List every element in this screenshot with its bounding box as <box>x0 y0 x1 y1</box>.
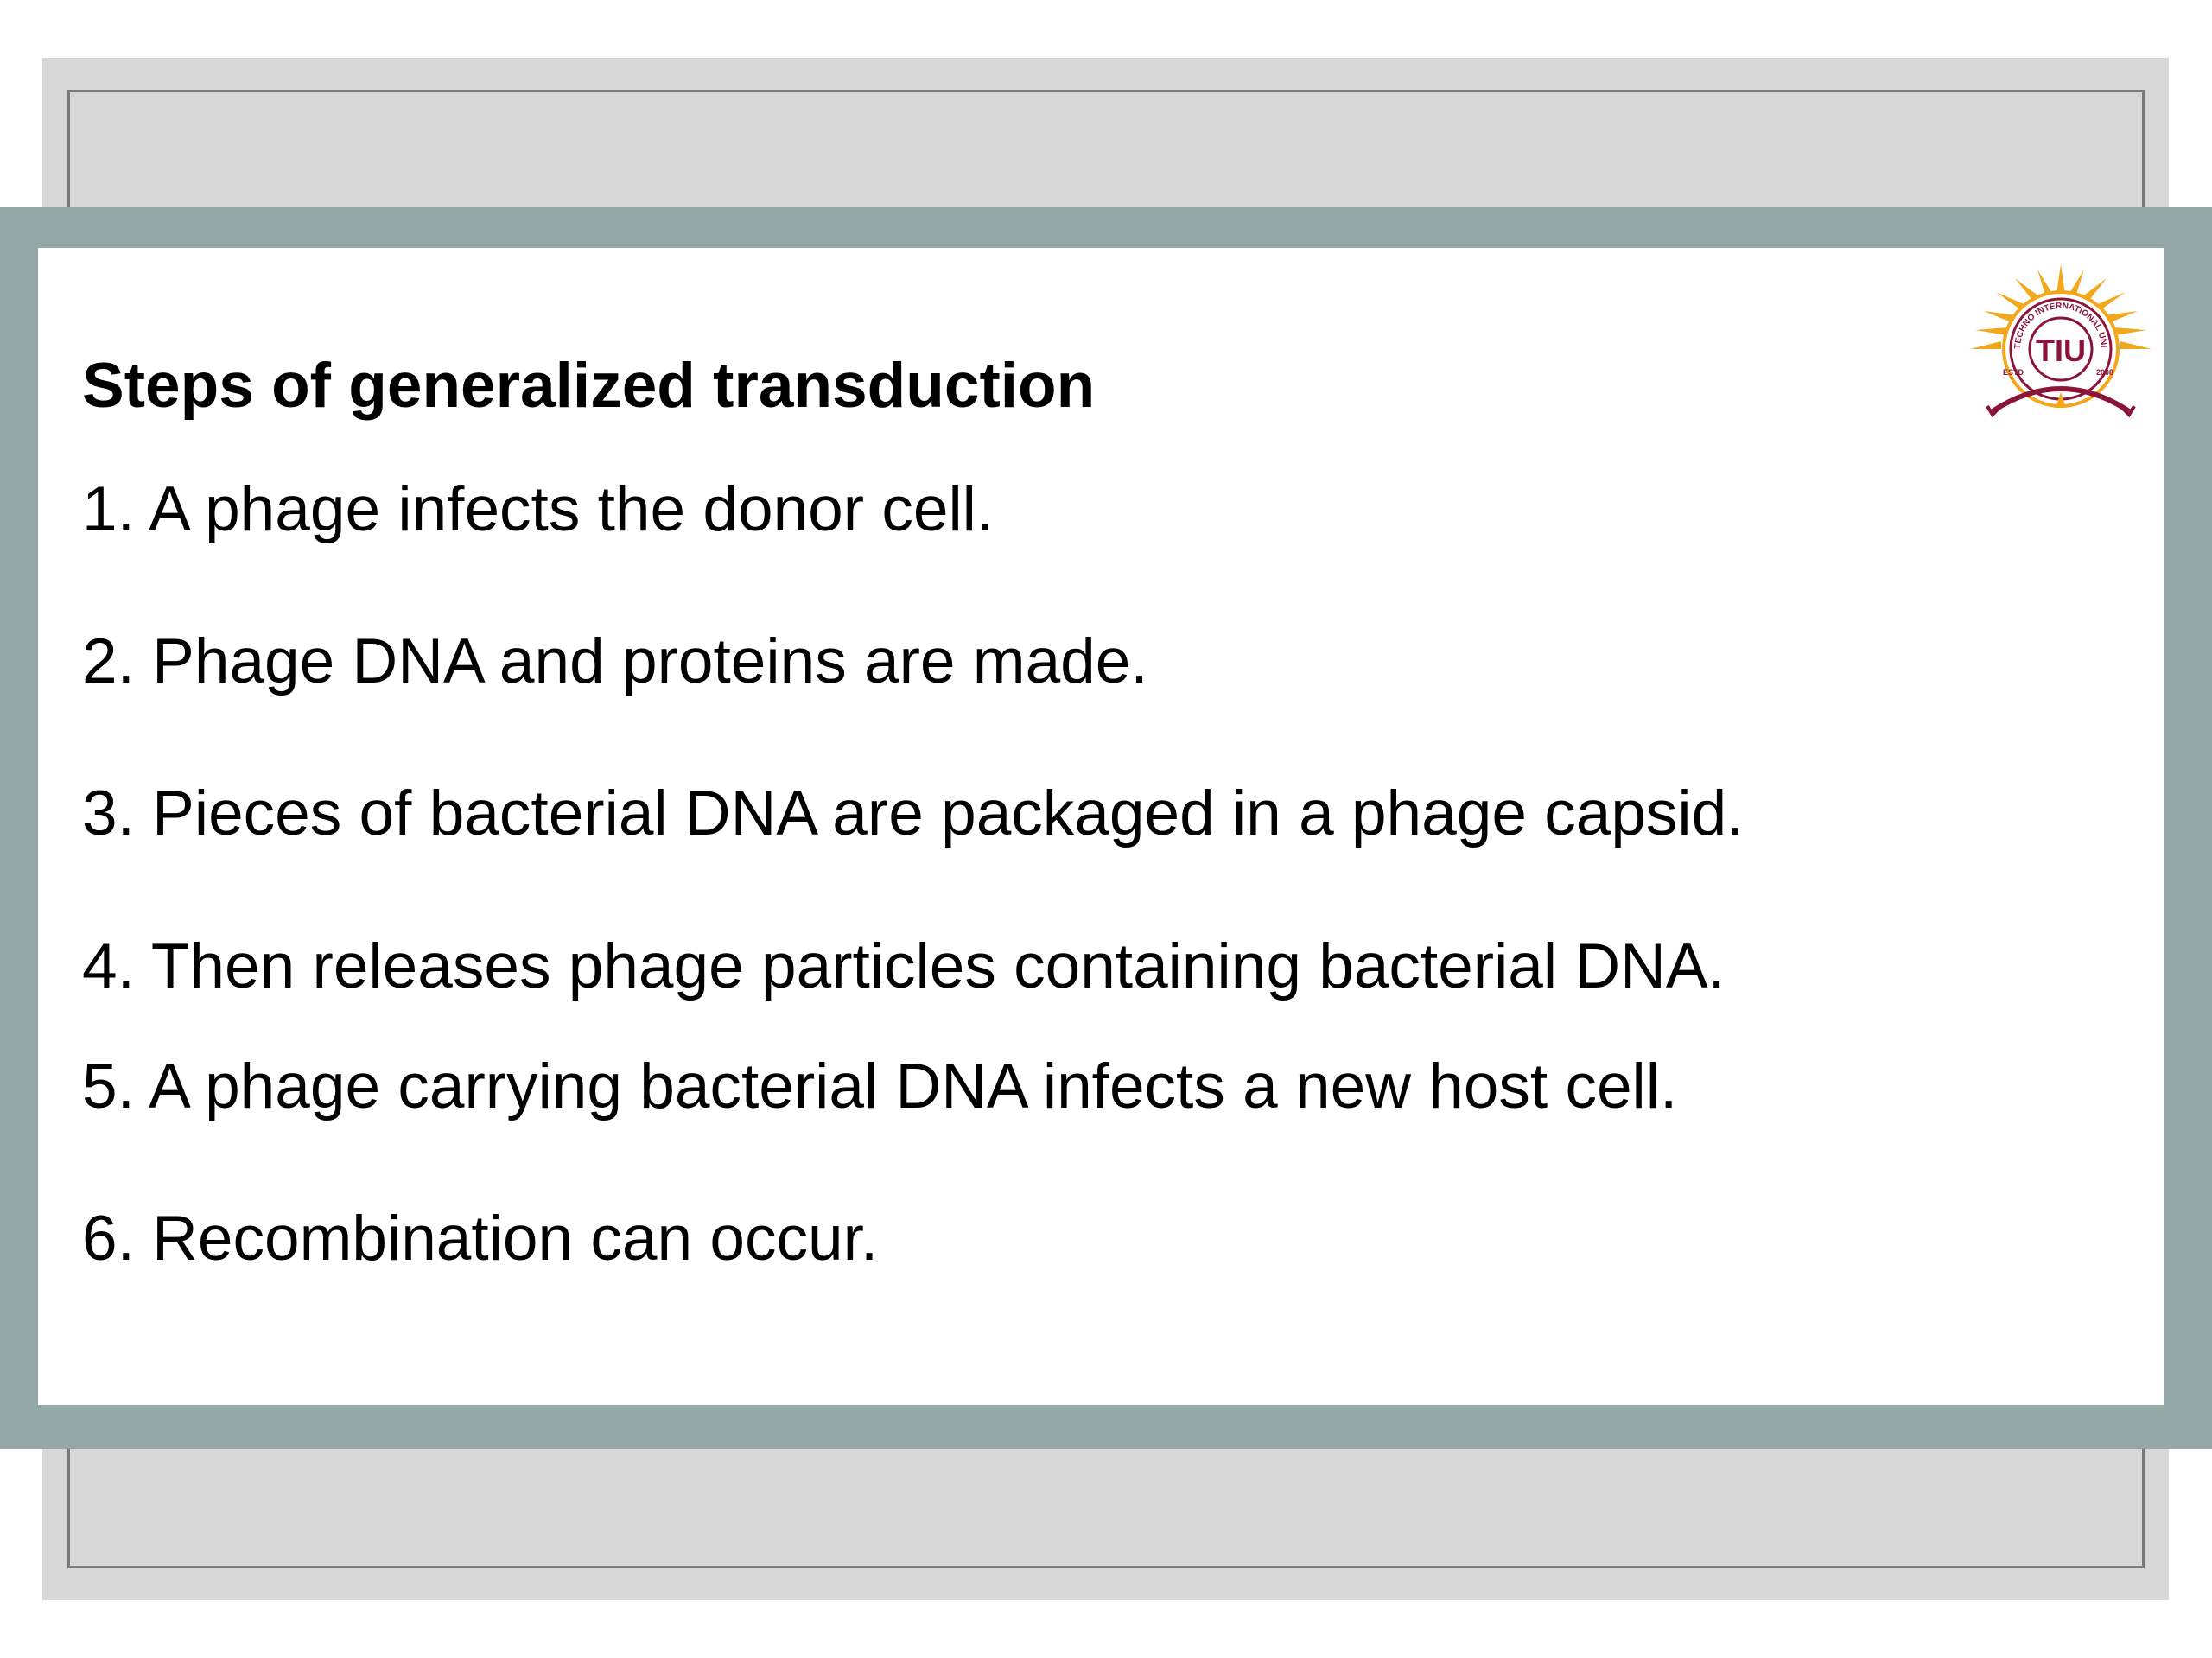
slide-title: Steps of generalized transduction <box>82 351 1096 421</box>
logo-estd: ESTD <box>2003 368 2024 377</box>
logo-book-arc <box>1991 386 2131 414</box>
logo-initials: TIU <box>2036 333 2086 368</box>
step-1: 1. A phage infects the donor cell. <box>82 474 995 544</box>
logo-year: 2008 <box>2096 368 2113 377</box>
step-6: 6. Recombination can occur. <box>82 1204 879 1274</box>
step-2: 2. Phage DNA and proteins are made. <box>82 626 1148 696</box>
university-seal-icon: TIU TECHNO INTERNATIONAL UNIVERSITY ESTD… <box>1968 263 2152 418</box>
step-4: 4. Then releases phage particles contain… <box>82 931 1726 1001</box>
step-5: 5. A phage carrying bacterial DNA infect… <box>82 1051 1678 1121</box>
step-3: 3. Pieces of bacterial DNA are packaged … <box>82 778 1745 848</box>
slide-content-panel <box>38 248 2164 1405</box>
